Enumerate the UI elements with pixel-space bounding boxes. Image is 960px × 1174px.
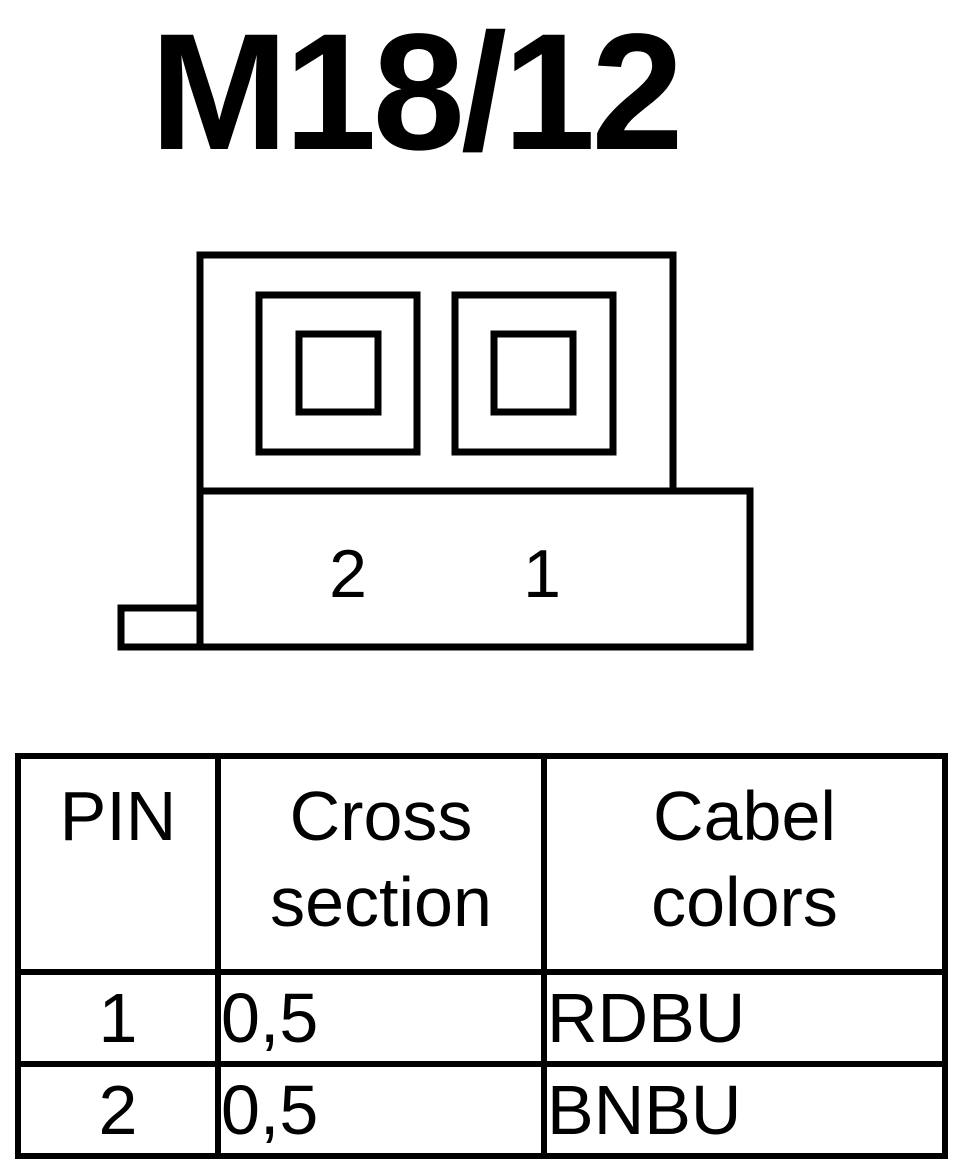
table-row: 1 0,5 RDBU bbox=[15, 969, 948, 1067]
connector-latch-tab bbox=[117, 604, 204, 651]
cell-cross-section: 0,5 bbox=[215, 1061, 547, 1159]
connector-upper-housing bbox=[196, 251, 677, 495]
cell-cable-colors: BNBU bbox=[541, 1061, 948, 1159]
cell-pin: 1 bbox=[15, 969, 221, 1067]
cell-cable-colors: RDBU bbox=[541, 969, 948, 1067]
header-pin: PIN bbox=[15, 753, 221, 975]
connector-lower-body bbox=[196, 487, 754, 651]
pin-2-outer-square bbox=[255, 291, 421, 456]
connector-title: M18/12 bbox=[150, 0, 684, 185]
connector-diagram: 2 1 bbox=[117, 251, 754, 651]
cell-cross-section: 0,5 bbox=[215, 969, 547, 1067]
pin-label-2: 2 bbox=[329, 536, 367, 612]
pin-label-1: 1 bbox=[523, 536, 561, 612]
pin-1-outer-square bbox=[451, 291, 617, 456]
table-row: 2 0,5 BNBU bbox=[15, 1061, 948, 1159]
cell-pin: 2 bbox=[15, 1061, 221, 1159]
pin-2-inner-square bbox=[295, 330, 382, 416]
pin-1-inner-square bbox=[490, 330, 577, 416]
